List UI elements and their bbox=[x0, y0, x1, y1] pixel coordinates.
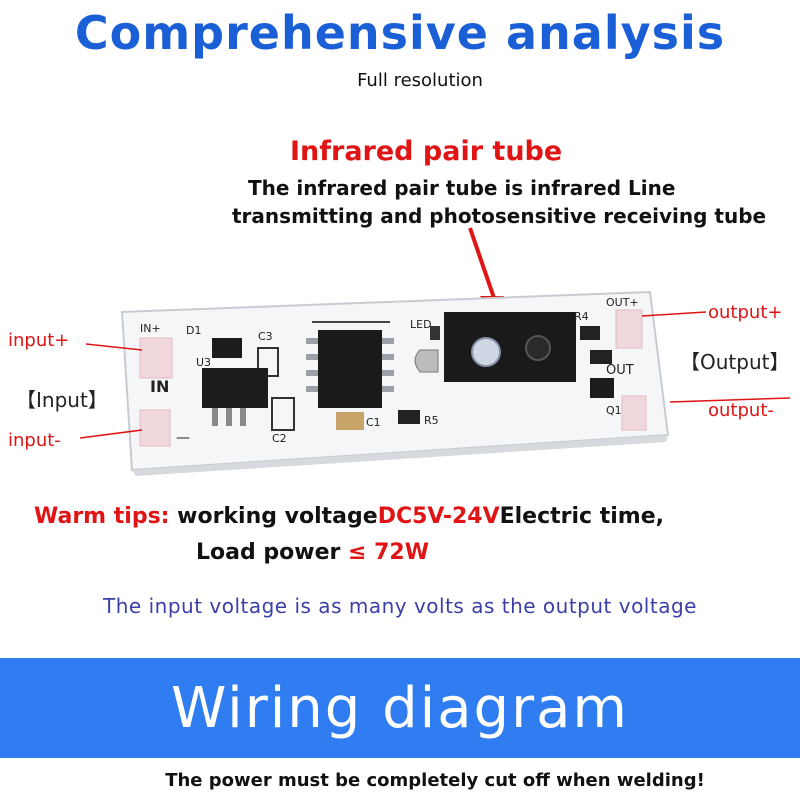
wiring-banner: Wiring diagram bbox=[0, 658, 800, 758]
pcb-edge bbox=[132, 435, 668, 476]
pad-in-plus bbox=[139, 337, 173, 379]
silk-c2: C2 bbox=[272, 432, 287, 445]
warm-tips-text2: Electric time, bbox=[499, 504, 665, 529]
label-input-group: 【Input】 bbox=[16, 388, 108, 412]
u3-regulator bbox=[202, 368, 268, 408]
label-input-minus: input- bbox=[8, 430, 61, 451]
u3-pin bbox=[212, 408, 218, 426]
ir-tube-holder bbox=[444, 312, 576, 382]
sensor-board-illustration: IN+ D1 C3 U3 IN C2 — LED C1 R5 R4 OUT+ O… bbox=[79, 227, 791, 476]
wiring-title: Wiring diagram bbox=[171, 675, 629, 741]
pad-in-minus bbox=[139, 409, 171, 447]
leader-output-plus bbox=[641, 311, 707, 317]
small-resistor bbox=[590, 350, 612, 364]
u3-pin bbox=[226, 408, 232, 426]
page-title: Comprehensive analysis bbox=[74, 6, 726, 60]
voltage-note: The input voltage is as many volts as th… bbox=[103, 594, 697, 618]
warm-tips-text1: working voltage bbox=[169, 504, 378, 529]
warm-tips-line1: Warm tips: working voltageDC5V-24VElectr… bbox=[34, 504, 664, 529]
ir-receiver bbox=[525, 335, 551, 361]
led-indicator bbox=[430, 326, 440, 340]
c1-capacitor bbox=[336, 412, 364, 430]
infrared-title: Infrared pair tube bbox=[290, 136, 563, 167]
leader-output-minus bbox=[669, 397, 791, 403]
infrared-description-line2: transmitting and photosensitive receivin… bbox=[232, 204, 767, 228]
c2-outline bbox=[271, 397, 295, 431]
silk-q1: Q1 bbox=[606, 404, 622, 417]
main-ic bbox=[318, 330, 382, 408]
infrared-description-line1: The infrared pair tube is infrared Line bbox=[248, 176, 676, 200]
label-input-plus: input+ bbox=[8, 330, 70, 351]
leader-input-plus bbox=[85, 343, 143, 351]
working-voltage-value: DC5V-24V bbox=[377, 504, 500, 529]
tube-lead bbox=[414, 349, 439, 373]
pad-out-plus bbox=[615, 309, 643, 349]
ic-pins bbox=[306, 338, 394, 392]
silk-in: IN bbox=[150, 377, 169, 396]
warm-tips-prefix: Warm tips: bbox=[34, 504, 170, 529]
r4-resistor bbox=[580, 326, 600, 340]
q1-transistor bbox=[590, 378, 614, 398]
silk-u3: U3 bbox=[196, 356, 211, 369]
silk-d1: D1 bbox=[186, 324, 201, 337]
silk-c1: C1 bbox=[366, 416, 381, 429]
label-output-group: 【Output】 bbox=[680, 350, 790, 374]
load-power-label: Load power bbox=[196, 540, 349, 565]
ir-emitter bbox=[471, 337, 501, 367]
load-power-value: ≤ 72W bbox=[348, 540, 429, 565]
r5-resistor bbox=[398, 410, 420, 424]
page-subtitle: Full resolution bbox=[357, 70, 483, 91]
d1-chip bbox=[212, 338, 242, 358]
silk-in-plus: IN+ bbox=[140, 322, 161, 335]
c3-outline bbox=[257, 347, 279, 377]
welding-warning: The power must be completely cut off whe… bbox=[165, 770, 705, 791]
silk-out-plus: OUT+ bbox=[606, 296, 639, 309]
silk-out: OUT bbox=[606, 363, 634, 378]
label-output-plus: output+ bbox=[708, 302, 783, 323]
warm-tips-line2: Load power ≤ 72W bbox=[196, 540, 429, 565]
label-output-minus: output- bbox=[708, 400, 774, 421]
silk-minus: — bbox=[176, 430, 190, 446]
arrow-line bbox=[468, 227, 496, 299]
silk-r5: R5 bbox=[424, 414, 439, 427]
leader-input-minus bbox=[79, 429, 143, 439]
pad-out-minus bbox=[621, 395, 647, 431]
silk-led: LED bbox=[410, 318, 432, 331]
silk-c3: C3 bbox=[258, 330, 273, 343]
silk-r4: R4 bbox=[574, 310, 589, 323]
u3-pin bbox=[240, 408, 246, 426]
